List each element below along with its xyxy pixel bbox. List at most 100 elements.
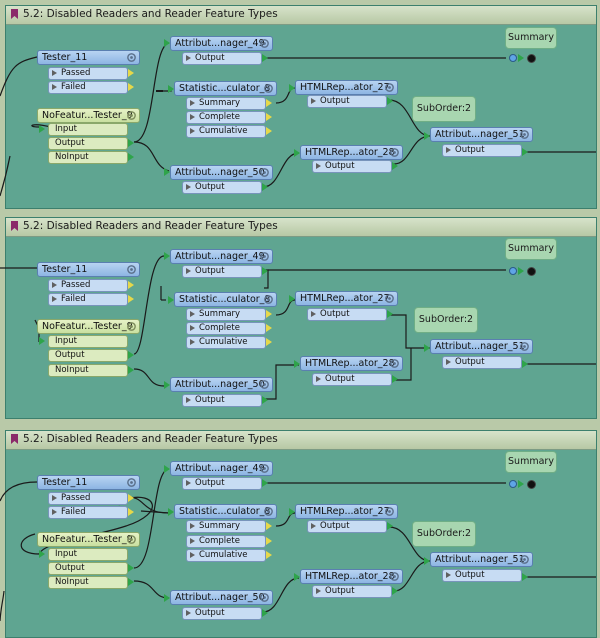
port-complete[interactable]: Complete [186, 535, 266, 548]
port-output[interactable]: Output [48, 349, 128, 362]
bookmark-header[interactable]: 5.2: Disabled Readers and Reader Feature… [6, 431, 596, 450]
output-port-arrow-icon[interactable] [128, 83, 134, 91]
output-port-arrow-icon[interactable] [262, 54, 268, 62]
output-port-arrow-icon[interactable] [128, 494, 134, 502]
output-port-arrow-icon[interactable] [266, 338, 272, 346]
transformer-statisticscalculator-8[interactable]: Statistic...culator_8 [174, 81, 277, 96]
port-cumulative[interactable]: Cumulative [186, 549, 266, 562]
gear-icon[interactable] [384, 82, 395, 93]
transformer-statisticscalculator-8[interactable]: Statistic...culator_8 [174, 292, 277, 307]
input-port-arrow-icon[interactable] [168, 85, 174, 93]
port-output[interactable]: Output [48, 137, 128, 150]
output-port-arrow-icon[interactable] [262, 609, 268, 617]
port-output[interactable]: Output [182, 52, 262, 65]
port-summary[interactable]: Summary [186, 308, 266, 321]
port-passed[interactable]: Passed [48, 492, 128, 505]
port-output[interactable]: Output [48, 562, 128, 575]
gear-icon[interactable] [259, 251, 270, 262]
input-port-arrow-icon[interactable] [164, 594, 170, 602]
port-output[interactable]: Output [307, 95, 387, 108]
output-port-arrow-icon[interactable] [128, 69, 134, 77]
gear-icon[interactable] [259, 463, 270, 474]
port-failed[interactable]: Failed [48, 506, 128, 519]
gear-icon[interactable] [126, 52, 137, 63]
input-port-arrow-icon[interactable] [424, 344, 430, 352]
gear-icon[interactable] [126, 477, 137, 488]
transformer-htmlreportgenerator-27[interactable]: HTMLRep...ator_27 [295, 504, 398, 519]
gear-icon[interactable] [519, 129, 530, 140]
port-input[interactable]: Input [48, 335, 128, 348]
input-port-arrow-icon[interactable] [39, 337, 45, 345]
gear-icon[interactable] [263, 83, 274, 94]
output-port-arrow-icon[interactable] [128, 508, 134, 516]
transformer-attributemanager-49[interactable]: Attribut...nager_49 [170, 249, 273, 264]
port-cumulative[interactable]: Cumulative [186, 336, 266, 349]
transformer-attributemanager-51[interactable]: Attribut...nager_51 [430, 339, 533, 354]
port-noinput[interactable]: NoInput [48, 364, 128, 377]
gear-icon[interactable] [263, 294, 274, 305]
port-output[interactable]: Output [307, 308, 387, 321]
port-output[interactable]: Output [442, 356, 522, 369]
transformer-attributemanager-49[interactable]: Attribut...nager_49 [170, 461, 273, 476]
input-port-arrow-icon[interactable] [424, 557, 430, 565]
inspector-dot-icon[interactable] [509, 267, 517, 275]
output-port-arrow-icon[interactable] [128, 281, 134, 289]
port-output[interactable]: Output [182, 394, 262, 407]
input-port-arrow-icon[interactable] [294, 360, 300, 368]
port-output[interactable]: Output [312, 585, 392, 598]
port-noinput[interactable]: NoInput [48, 576, 128, 589]
output-port-arrow-icon[interactable] [522, 573, 528, 581]
output-port-arrow-icon[interactable] [392, 375, 398, 383]
input-port-arrow-icon[interactable] [39, 125, 45, 133]
input-port-arrow-icon[interactable] [168, 508, 174, 516]
port-output[interactable]: Output [312, 160, 392, 173]
output-port-arrow-icon[interactable] [262, 396, 268, 404]
output-port-arrow-icon[interactable] [266, 522, 272, 530]
bookmark-header[interactable]: 5.2: Disabled Readers and Reader Feature… [6, 6, 596, 25]
inspector-dot-icon[interactable] [509, 480, 517, 488]
input-port-arrow-icon[interactable] [168, 296, 174, 304]
annotation-summary[interactable]: Summary [505, 238, 557, 260]
annotation-summary[interactable]: Summary [505, 27, 557, 49]
annotation-suborder[interactable]: SubOrder:2 [412, 521, 476, 547]
gear-icon[interactable] [389, 358, 400, 369]
port-complete[interactable]: Complete [186, 322, 266, 335]
transformer-attributemanager-50[interactable]: Attribut...nager_50 [170, 165, 273, 180]
input-port-arrow-icon[interactable] [39, 550, 45, 558]
output-port-arrow-icon[interactable] [128, 351, 134, 359]
gear-icon[interactable] [259, 379, 270, 390]
transformer-htmlreportgenerator-28[interactable]: HTMLRep...ator_28 [300, 356, 403, 371]
port-complete[interactable]: Complete [186, 111, 266, 124]
output-port-arrow-icon[interactable] [266, 551, 272, 559]
gear-icon[interactable] [126, 264, 137, 275]
port-output[interactable]: Output [312, 373, 392, 386]
transformer-attributemanager-51[interactable]: Attribut...nager_51 [430, 552, 533, 567]
output-port-arrow-icon[interactable] [266, 324, 272, 332]
port-summary[interactable]: Summary [186, 97, 266, 110]
end-point-icon[interactable] [527, 267, 536, 276]
transformer-tester-11[interactable]: Tester_11 [37, 262, 140, 277]
bookmark-panel-2[interactable]: 5.2: Disabled Readers and Reader Feature… [0, 217, 597, 419]
port-passed[interactable]: Passed [48, 67, 128, 80]
port-failed[interactable]: Failed [48, 293, 128, 306]
port-output[interactable]: Output [442, 144, 522, 157]
output-port-arrow-icon[interactable] [387, 310, 393, 318]
transformer-statisticscalculator-8[interactable]: Statistic...culator_8 [174, 504, 277, 519]
annotation-suborder[interactable]: SubOrder:2 [414, 307, 478, 333]
input-port-arrow-icon[interactable] [289, 295, 295, 303]
port-failed[interactable]: Failed [48, 81, 128, 94]
port-output[interactable]: Output [307, 520, 387, 533]
input-port-arrow-icon[interactable] [164, 168, 170, 176]
gear-icon[interactable] [384, 293, 395, 304]
output-port-arrow-icon[interactable] [392, 587, 398, 595]
transformer-nofeature-tester-9[interactable]: NoFeatur...Tester_9 [37, 108, 140, 123]
gear-icon[interactable] [519, 341, 530, 352]
port-output[interactable]: Output [182, 265, 262, 278]
port-output[interactable]: Output [182, 181, 262, 194]
transformer-tester-11[interactable]: Tester_11 [37, 50, 140, 65]
input-port-arrow-icon[interactable] [424, 132, 430, 140]
end-point-icon[interactable] [527, 54, 536, 63]
output-port-arrow-icon[interactable] [262, 183, 268, 191]
input-port-arrow-icon[interactable] [164, 465, 170, 473]
transformer-attributemanager-50[interactable]: Attribut...nager_50 [170, 590, 273, 605]
